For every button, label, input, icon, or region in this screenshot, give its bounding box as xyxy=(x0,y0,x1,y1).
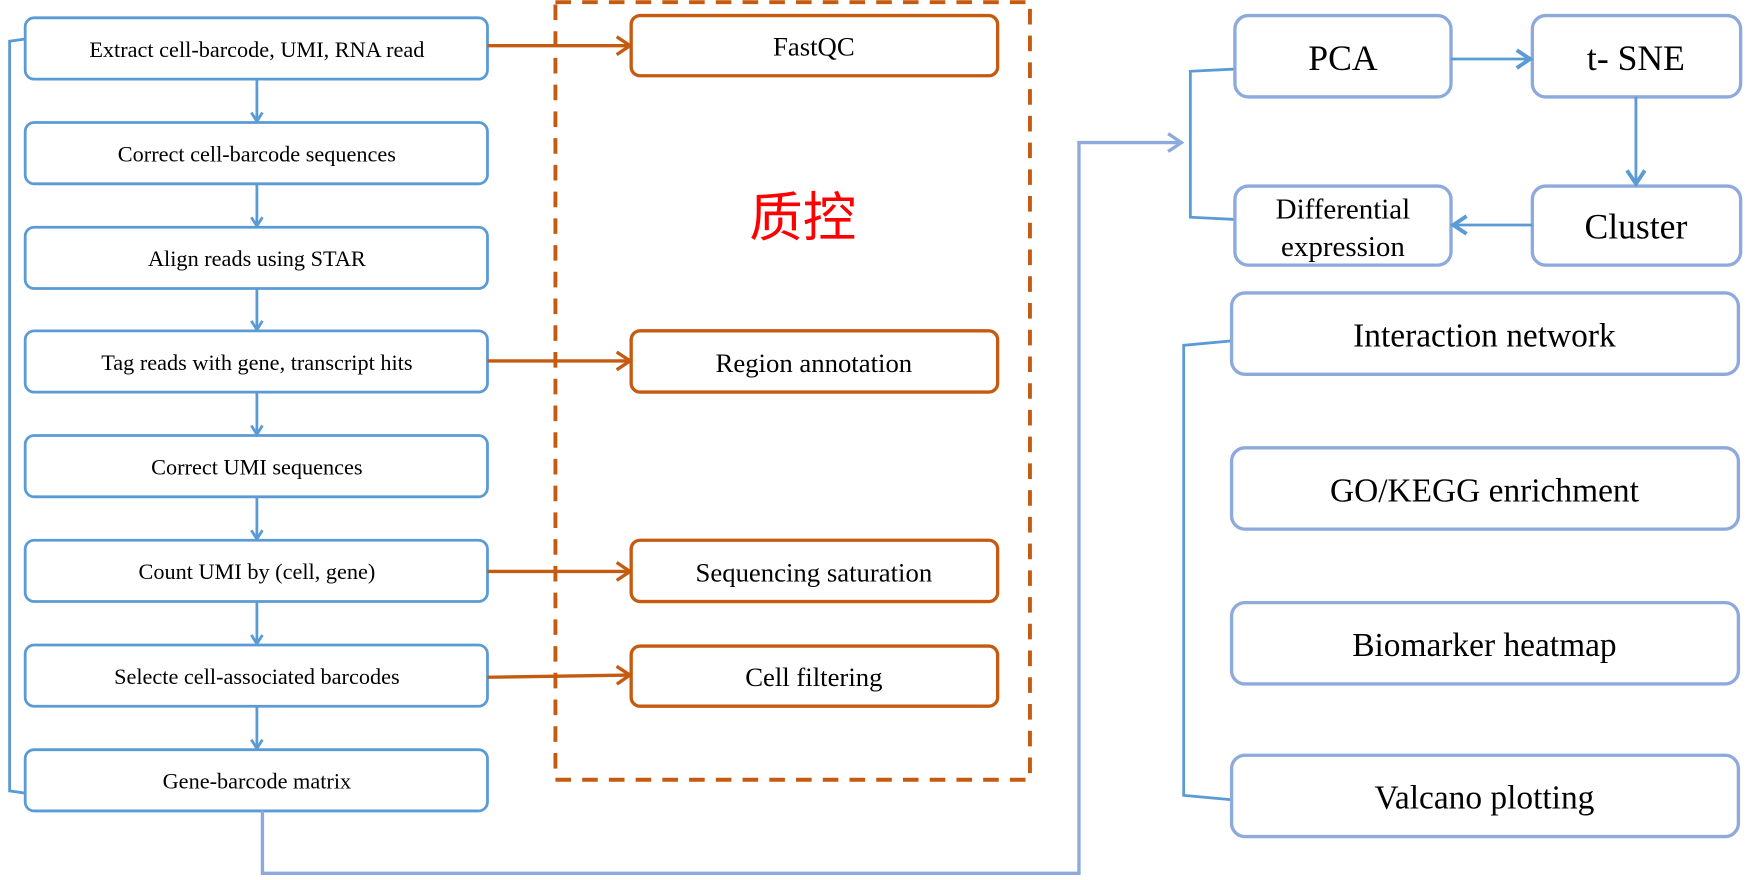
svg-text:Cluster: Cluster xyxy=(1584,206,1687,246)
tsne-box: t- SNE xyxy=(1530,13,1743,99)
pipeline-step-7: Selecte cell-associated barcodes xyxy=(23,643,489,708)
pipeline-step-8: Gene-barcode matrix xyxy=(23,748,489,813)
svg-text:Correct cell-barcode sequences: Correct cell-barcode sequences xyxy=(118,142,396,167)
pipeline-step-3: Align reads using STAR xyxy=(23,225,489,290)
valcano-plotting-box: Valcano plotting xyxy=(1229,753,1741,839)
svg-text:Cell filtering: Cell filtering xyxy=(745,662,882,692)
svg-text:Align reads using STAR: Align reads using STAR xyxy=(148,246,366,271)
left-bracket xyxy=(8,37,26,795)
svg-text:t- SNE: t- SNE xyxy=(1587,38,1685,78)
qc-container xyxy=(553,0,1032,782)
downstream-bracket xyxy=(1182,339,1232,802)
pipeline-step-4: Tag reads with gene, transcript hits xyxy=(23,329,489,394)
differential-expression-box: Differential expression xyxy=(1233,184,1453,267)
svg-text:Sequencing saturation: Sequencing saturation xyxy=(695,557,932,587)
qc-arrows xyxy=(487,35,634,686)
svg-text:Region annotation: Region annotation xyxy=(716,348,913,378)
svg-text:Correct UMI sequences: Correct UMI sequences xyxy=(151,455,362,480)
pipeline-step-5: Correct UMI sequences xyxy=(23,434,489,499)
interaction-network-box: Interaction network xyxy=(1229,291,1741,376)
qc-fastqc: FastQC xyxy=(629,13,1000,78)
pipeline-step-2: Correct cell-barcode sequences xyxy=(23,121,489,186)
svg-text:PCA: PCA xyxy=(1308,38,1378,78)
svg-text:Differential: Differential xyxy=(1276,193,1411,225)
qc-cell-filtering: Cell filtering xyxy=(629,644,1000,708)
analysis-arrows xyxy=(1449,48,1647,236)
go-kegg-box: GO/KEGG enrichment xyxy=(1229,446,1741,531)
pipeline-step-6: Count UMI by (cell, gene) xyxy=(23,538,489,603)
qc-title: 质控 xyxy=(749,188,856,248)
matrix-to-analysis-connector xyxy=(260,132,1185,875)
qc-region-annotation: Region annotation xyxy=(629,329,1000,394)
svg-text:FastQC: FastQC xyxy=(773,32,855,62)
analysis-bracket xyxy=(1188,67,1235,221)
pca-box: PCA xyxy=(1233,13,1453,99)
svg-text:Biomarker heatmap: Biomarker heatmap xyxy=(1352,627,1616,664)
svg-text:Count UMI by (cell, gene): Count UMI by (cell, gene) xyxy=(138,559,375,584)
svg-text:Tag reads with gene, transcrip: Tag reads with gene, transcript hits xyxy=(101,350,412,375)
svg-text:Gene-barcode matrix: Gene-barcode matrix xyxy=(163,769,352,794)
biomarker-heatmap-box: Biomarker heatmap xyxy=(1229,600,1741,686)
svg-text:Valcano plotting: Valcano plotting xyxy=(1374,780,1594,817)
cluster-box: Cluster xyxy=(1530,184,1743,267)
svg-text:GO/KEGG enrichment: GO/KEGG enrichment xyxy=(1330,472,1640,509)
svg-text:expression: expression xyxy=(1281,231,1405,263)
pipeline-step-1: Extract cell-barcode, UMI, RNA read xyxy=(23,16,489,81)
qc-sequencing-saturation: Sequencing saturation xyxy=(629,538,1000,604)
svg-text:Selecte cell-associated barcod: Selecte cell-associated barcodes xyxy=(114,664,400,689)
svg-text:Interaction network: Interaction network xyxy=(1353,317,1616,354)
svg-text:Extract cell-barcode, UMI, RNA: Extract cell-barcode, UMI, RNA read xyxy=(89,37,424,62)
